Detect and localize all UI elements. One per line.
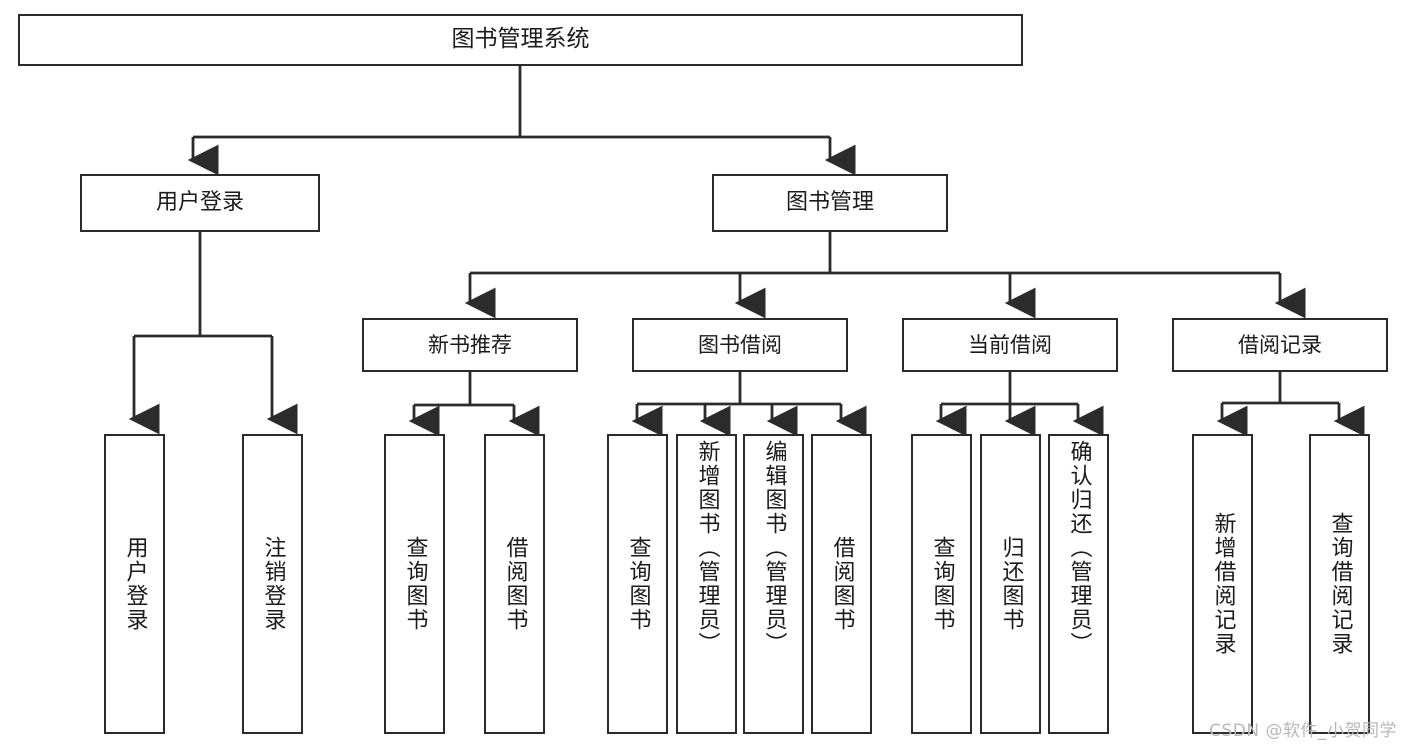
node-leaf-add-book[interactable]: 新增图书（管理员） xyxy=(676,434,737,734)
node-new-book-recommend[interactable]: 新书推荐 xyxy=(362,318,578,372)
node-book-manage[interactable]: 图书管理 xyxy=(712,174,948,232)
node-leaf-borrow-book-2[interactable]: 借阅图书 xyxy=(811,434,872,734)
node-leaf-user-logout-label: 注销登录 xyxy=(260,536,286,632)
node-leaf-add-record[interactable]: 新增借阅记录 xyxy=(1192,434,1253,734)
node-leaf-query-book-2-label: 查询图书 xyxy=(625,536,651,632)
node-root-label: 图书管理系统 xyxy=(451,26,590,53)
node-leaf-user-logout[interactable]: 注销登录 xyxy=(242,434,303,734)
node-leaf-edit-book-label: 编辑图书（管理员） xyxy=(761,440,787,656)
node-leaf-query-record[interactable]: 查询借阅记录 xyxy=(1309,434,1370,734)
node-leaf-confirm-return[interactable]: 确认归还（管理员） xyxy=(1048,434,1109,734)
node-leaf-query-book-2[interactable]: 查询图书 xyxy=(607,434,668,734)
node-borrow-record-label: 借阅记录 xyxy=(1238,332,1322,357)
node-leaf-borrow-book-1-label: 借阅图书 xyxy=(502,536,528,632)
node-leaf-borrow-book-1[interactable]: 借阅图书 xyxy=(484,434,545,734)
node-new-book-recommend-label: 新书推荐 xyxy=(428,332,512,357)
node-leaf-return-book-label: 归还图书 xyxy=(998,536,1024,632)
node-book-manage-label: 图书管理 xyxy=(785,190,874,216)
node-current-borrow-label: 当前借阅 xyxy=(968,332,1052,357)
node-book-borrow[interactable]: 图书借阅 xyxy=(632,318,848,372)
node-leaf-query-book-3-label: 查询图书 xyxy=(929,536,955,632)
node-leaf-user-login-label: 用户登录 xyxy=(122,536,148,632)
node-leaf-user-login[interactable]: 用户登录 xyxy=(104,434,165,734)
node-user-login-label: 用户登录 xyxy=(155,190,244,216)
node-leaf-edit-book[interactable]: 编辑图书（管理员） xyxy=(743,434,804,734)
node-book-borrow-label: 图书借阅 xyxy=(698,332,782,357)
node-leaf-query-book-1-label: 查询图书 xyxy=(402,536,428,632)
node-leaf-query-record-label: 查询借阅记录 xyxy=(1327,512,1353,656)
node-leaf-query-book-1[interactable]: 查询图书 xyxy=(384,434,445,734)
node-leaf-confirm-return-label: 确认归还（管理员） xyxy=(1066,440,1092,656)
node-leaf-add-book-label: 新增图书（管理员） xyxy=(694,440,720,656)
node-user-login[interactable]: 用户登录 xyxy=(80,174,320,232)
node-borrow-record[interactable]: 借阅记录 xyxy=(1172,318,1388,372)
node-root[interactable]: 图书管理系统 xyxy=(18,14,1023,66)
node-leaf-query-book-3[interactable]: 查询图书 xyxy=(911,434,972,734)
node-leaf-borrow-book-2-label: 借阅图书 xyxy=(829,536,855,632)
node-leaf-add-record-label: 新增借阅记录 xyxy=(1210,512,1236,656)
node-current-borrow[interactable]: 当前借阅 xyxy=(902,318,1118,372)
csdn-watermark: CSDN @软件_小贺同学 xyxy=(1209,721,1397,741)
node-leaf-return-book[interactable]: 归还图书 xyxy=(980,434,1041,734)
